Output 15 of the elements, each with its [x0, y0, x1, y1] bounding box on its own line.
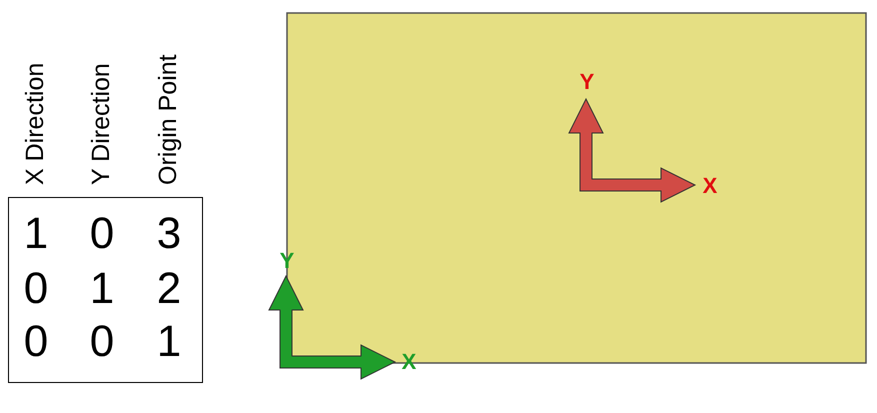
matrix-value: 3	[156, 210, 182, 258]
matrix-value: 0	[90, 318, 114, 366]
axis-letter: X	[702, 174, 718, 198]
axis-letter: Y	[280, 249, 294, 273]
matrix-value: 2	[156, 265, 182, 313]
matrix-value: 1	[90, 265, 114, 313]
column-header: Y Direction	[87, 63, 115, 185]
matrix-value: 1	[156, 318, 182, 366]
matrix-value: 0	[24, 318, 48, 366]
matrix-value: 0	[24, 265, 48, 313]
column-header: X Direction	[21, 62, 49, 185]
matrix-value: 0	[90, 210, 114, 258]
column-header: Origin Point	[154, 54, 182, 185]
matrix-value: 1	[24, 210, 48, 258]
axis-letter: Y	[580, 70, 594, 94]
